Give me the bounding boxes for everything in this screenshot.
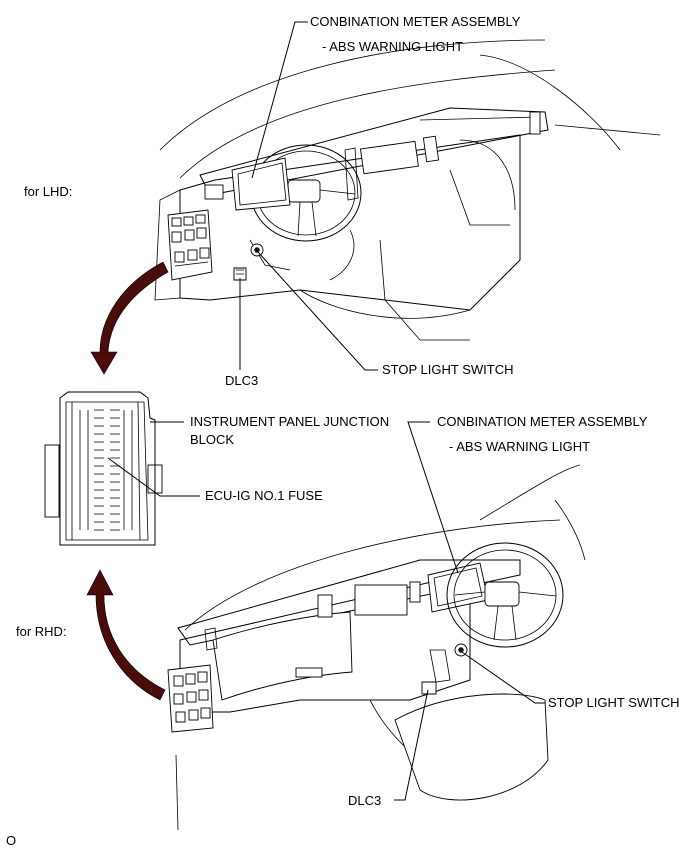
abs-label-top: - ABS WARNING LIGHT bbox=[322, 39, 463, 54]
rhd-callout-lines bbox=[394, 421, 545, 801]
stop-light-switch-label-top: STOP LIGHT SWITCH bbox=[382, 362, 513, 377]
junction-callout-lines bbox=[107, 421, 200, 497]
fuse-slots bbox=[79, 409, 133, 531]
lhd-dashboard-illustration bbox=[154, 39, 661, 341]
for-lhd-label: for LHD: bbox=[24, 184, 72, 199]
ecu-ig-fuse-label: ECU-IG NO.1 FUSE bbox=[205, 488, 323, 503]
dlc3-label-bottom: DLC3 bbox=[348, 793, 381, 808]
rhd-pointer-arrow bbox=[86, 569, 166, 701]
footer-code: O bbox=[6, 833, 16, 848]
instrument-panel-junction-block bbox=[44, 391, 163, 546]
meter-label-top: CONBINATION METER ASSEMBLY bbox=[310, 14, 521, 29]
rhd-dashboard-illustration bbox=[167, 464, 586, 831]
dlc3-label-top: DLC3 bbox=[225, 373, 258, 388]
lhd-pointer-arrow bbox=[90, 261, 169, 375]
meter-label-bottom: CONBINATION METER ASSEMBLY bbox=[437, 414, 648, 429]
lhd-callout-lines bbox=[239, 21, 378, 371]
junction-block-label-line2: BLOCK bbox=[190, 432, 234, 447]
for-rhd-label: for RHD: bbox=[16, 624, 67, 639]
stop-light-switch-label-bottom: STOP LIGHT SWITCH bbox=[548, 695, 679, 710]
junction-block-label-line1: INSTRUMENT PANEL JUNCTION bbox=[190, 414, 389, 429]
abs-label-bottom: - ABS WARNING LIGHT bbox=[449, 439, 590, 454]
